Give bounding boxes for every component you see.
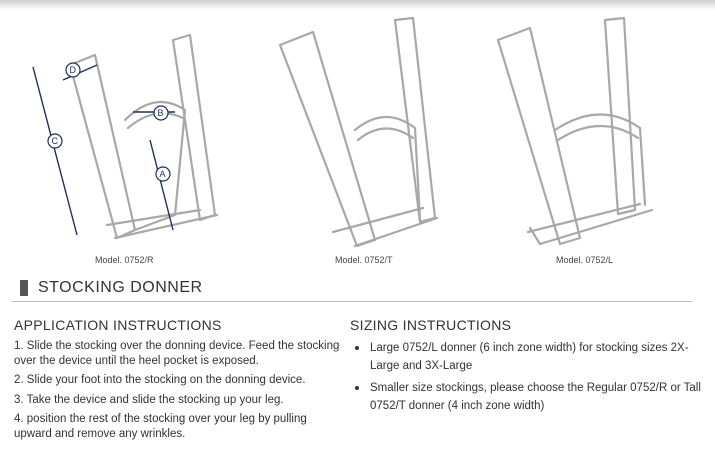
sizing-item-text: Large 0752/L donner (6 inch zone width) … [370, 342, 689, 372]
dim-label-d: D [70, 65, 77, 75]
figure-caption-large: Model. 0752/L [556, 255, 614, 265]
application-steps-list: 1. Slide the stocking over the donning d… [14, 339, 344, 446]
bullet-icon [355, 346, 359, 350]
section-divider [12, 301, 692, 302]
donner-regular-illustration: D C B A [32, 33, 219, 240]
bullet-icon [355, 386, 359, 390]
sizing-list: Large 0752/L donner (6 inch zone width) … [352, 339, 702, 419]
donner-large-illustration [496, 16, 654, 246]
dim-label-c: C [52, 136, 59, 146]
figure-tall-donner: Model. 0752/T [265, 10, 465, 265]
sizing-heading: SIZING INSTRUCTIONS [350, 317, 512, 333]
application-step: 3. Take the device and slide the stockin… [14, 393, 284, 406]
figure-caption-tall: Model. 0752/T [335, 255, 393, 265]
application-heading: APPLICATION INSTRUCTIONS [14, 317, 222, 333]
sizing-item: Smaller size stockings, please choose th… [352, 379, 702, 415]
application-step: 1. Slide the stocking over the donning d… [14, 340, 340, 367]
section-title-marker [20, 280, 28, 296]
top-shadow [0, 0, 715, 10]
dim-label-a: A [160, 169, 166, 179]
figure-regular-donner: D C B A Model. 0752/R [25, 10, 240, 265]
application-step: 2. Slide your foot into the stocking on … [14, 374, 306, 386]
figure-caption-regular: Model. 0752/R [95, 255, 154, 265]
donner-tall-illustration [278, 16, 439, 248]
dim-label-b: B [158, 108, 164, 118]
sizing-item: Large 0752/L donner (6 inch zone width) … [352, 339, 702, 375]
application-step: 4. position the rest of the stocking ove… [14, 413, 307, 440]
sizing-item-text: Smaller size stockings, please choose th… [370, 382, 701, 412]
section-title: STOCKING DONNER [38, 279, 203, 296]
figure-large-donner: Model. 0752/L [490, 10, 700, 265]
